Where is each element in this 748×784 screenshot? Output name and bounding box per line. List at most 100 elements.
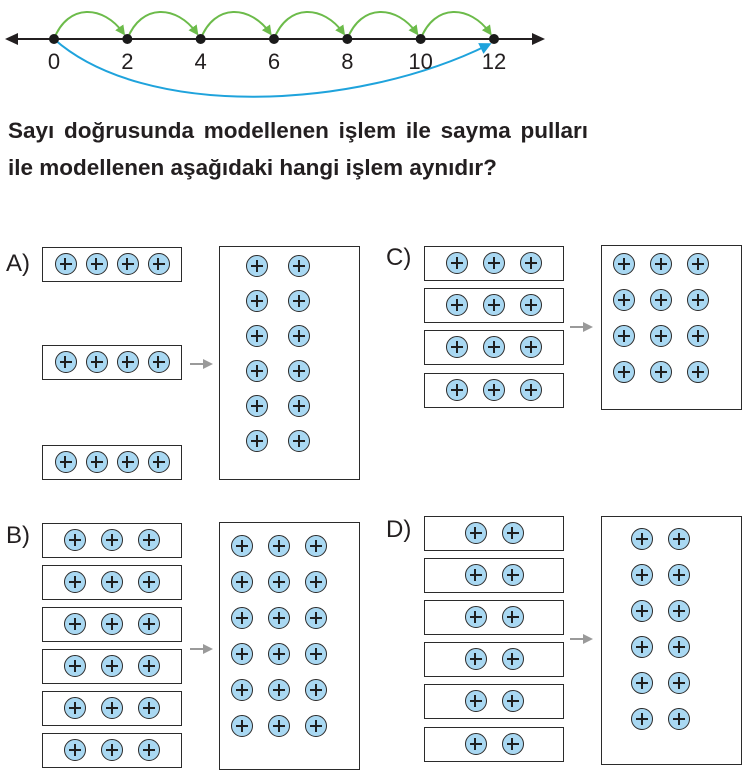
arrow-icon [190,644,214,654]
counter-chip [464,733,487,755]
counter-chip [231,535,253,557]
counter-chip [268,715,290,737]
counter-chip [64,697,87,719]
counter-group [424,600,564,635]
tick-point [489,34,499,44]
counter-chip [483,379,506,401]
counter-chip [483,336,506,358]
tick-label: 10 [408,49,432,74]
tick-point [415,34,426,44]
counter-group [42,445,182,480]
counter-chip [268,535,290,557]
counter-chip [268,643,290,665]
counter-chip [288,360,310,382]
counter-chip [501,606,524,628]
left-arrow-icon [5,33,18,45]
counter-chip [288,325,310,347]
counter-chip [305,715,327,737]
tick-point [342,34,353,44]
counter-chip [101,697,124,719]
counter-chip [520,252,543,274]
counter-chip [501,690,524,712]
counter-chip [446,252,469,274]
counter-chip [305,571,327,593]
counter-chip [54,351,77,373]
counter-chip [668,672,690,694]
counter-chip [650,253,672,275]
counter-chip [631,708,653,730]
arrow-icon [570,322,594,332]
counter-chip [668,528,690,550]
counter-chip [668,708,690,730]
counter-chip [138,739,161,761]
counter-chip [54,253,77,275]
counter-chip [613,361,635,383]
counter-chip [138,571,161,593]
counter-chip [85,351,108,373]
counter-chip [305,679,327,701]
counter-chip [246,395,268,417]
counter-chip [288,255,310,277]
counter-chip [231,643,253,665]
jump-arrow-5 [419,11,492,40]
counter-chip [116,351,139,373]
counter-chip [520,336,543,358]
result-group [601,245,742,410]
counter-chip [483,252,506,274]
counter-group [42,733,182,768]
counter-chip [268,679,290,701]
counter-chip [147,253,170,275]
result-group [601,516,742,765]
counter-group [42,345,182,380]
arrow-icon [570,634,594,644]
counter-chip [501,564,524,586]
counter-chip [231,571,253,593]
counter-chip [650,361,672,383]
counter-group [424,288,564,323]
counter-chip [101,655,124,677]
jump-arrow-0 [53,11,126,40]
tick-point [122,34,133,44]
counter-chip [246,430,268,452]
counter-chip [64,739,87,761]
counter-chip [64,655,87,677]
counter-chip [631,600,653,622]
option-label: C) [386,244,412,271]
counter-chip [231,715,253,737]
counter-chip [687,325,709,347]
tick-label: 2 [121,49,133,74]
counter-chip [101,613,124,635]
counter-chip [650,325,672,347]
counter-chip [501,648,524,670]
counter-chip [668,636,690,658]
counter-chip [464,606,487,628]
question-text: Sayı doğrusunda modellenen işlem ile say… [8,118,588,180]
counter-chip [138,613,161,635]
counter-chip [305,643,327,665]
counter-group [424,330,564,365]
option-label: A) [6,250,30,277]
result-group [219,522,360,770]
counter-group [42,691,182,726]
counter-chip [246,325,268,347]
counter-chip [305,535,327,557]
counter-chip [116,253,139,275]
counter-chip [520,379,543,401]
counter-chip [464,690,487,712]
arrow-icon [190,359,214,369]
counter-group [424,684,564,719]
counter-group [42,565,182,600]
tick-point [269,34,279,44]
counter-chip [464,648,487,670]
counter-chip [613,253,635,275]
counter-chip [231,679,253,701]
counter-chip [147,451,170,473]
counter-chip [268,571,290,593]
counter-group [42,523,182,558]
counter-chip [54,451,77,473]
counter-chip [288,395,310,417]
counter-chip [85,253,108,275]
counter-chip [520,294,543,316]
counter-chip [246,255,268,277]
counter-chip [147,351,170,373]
